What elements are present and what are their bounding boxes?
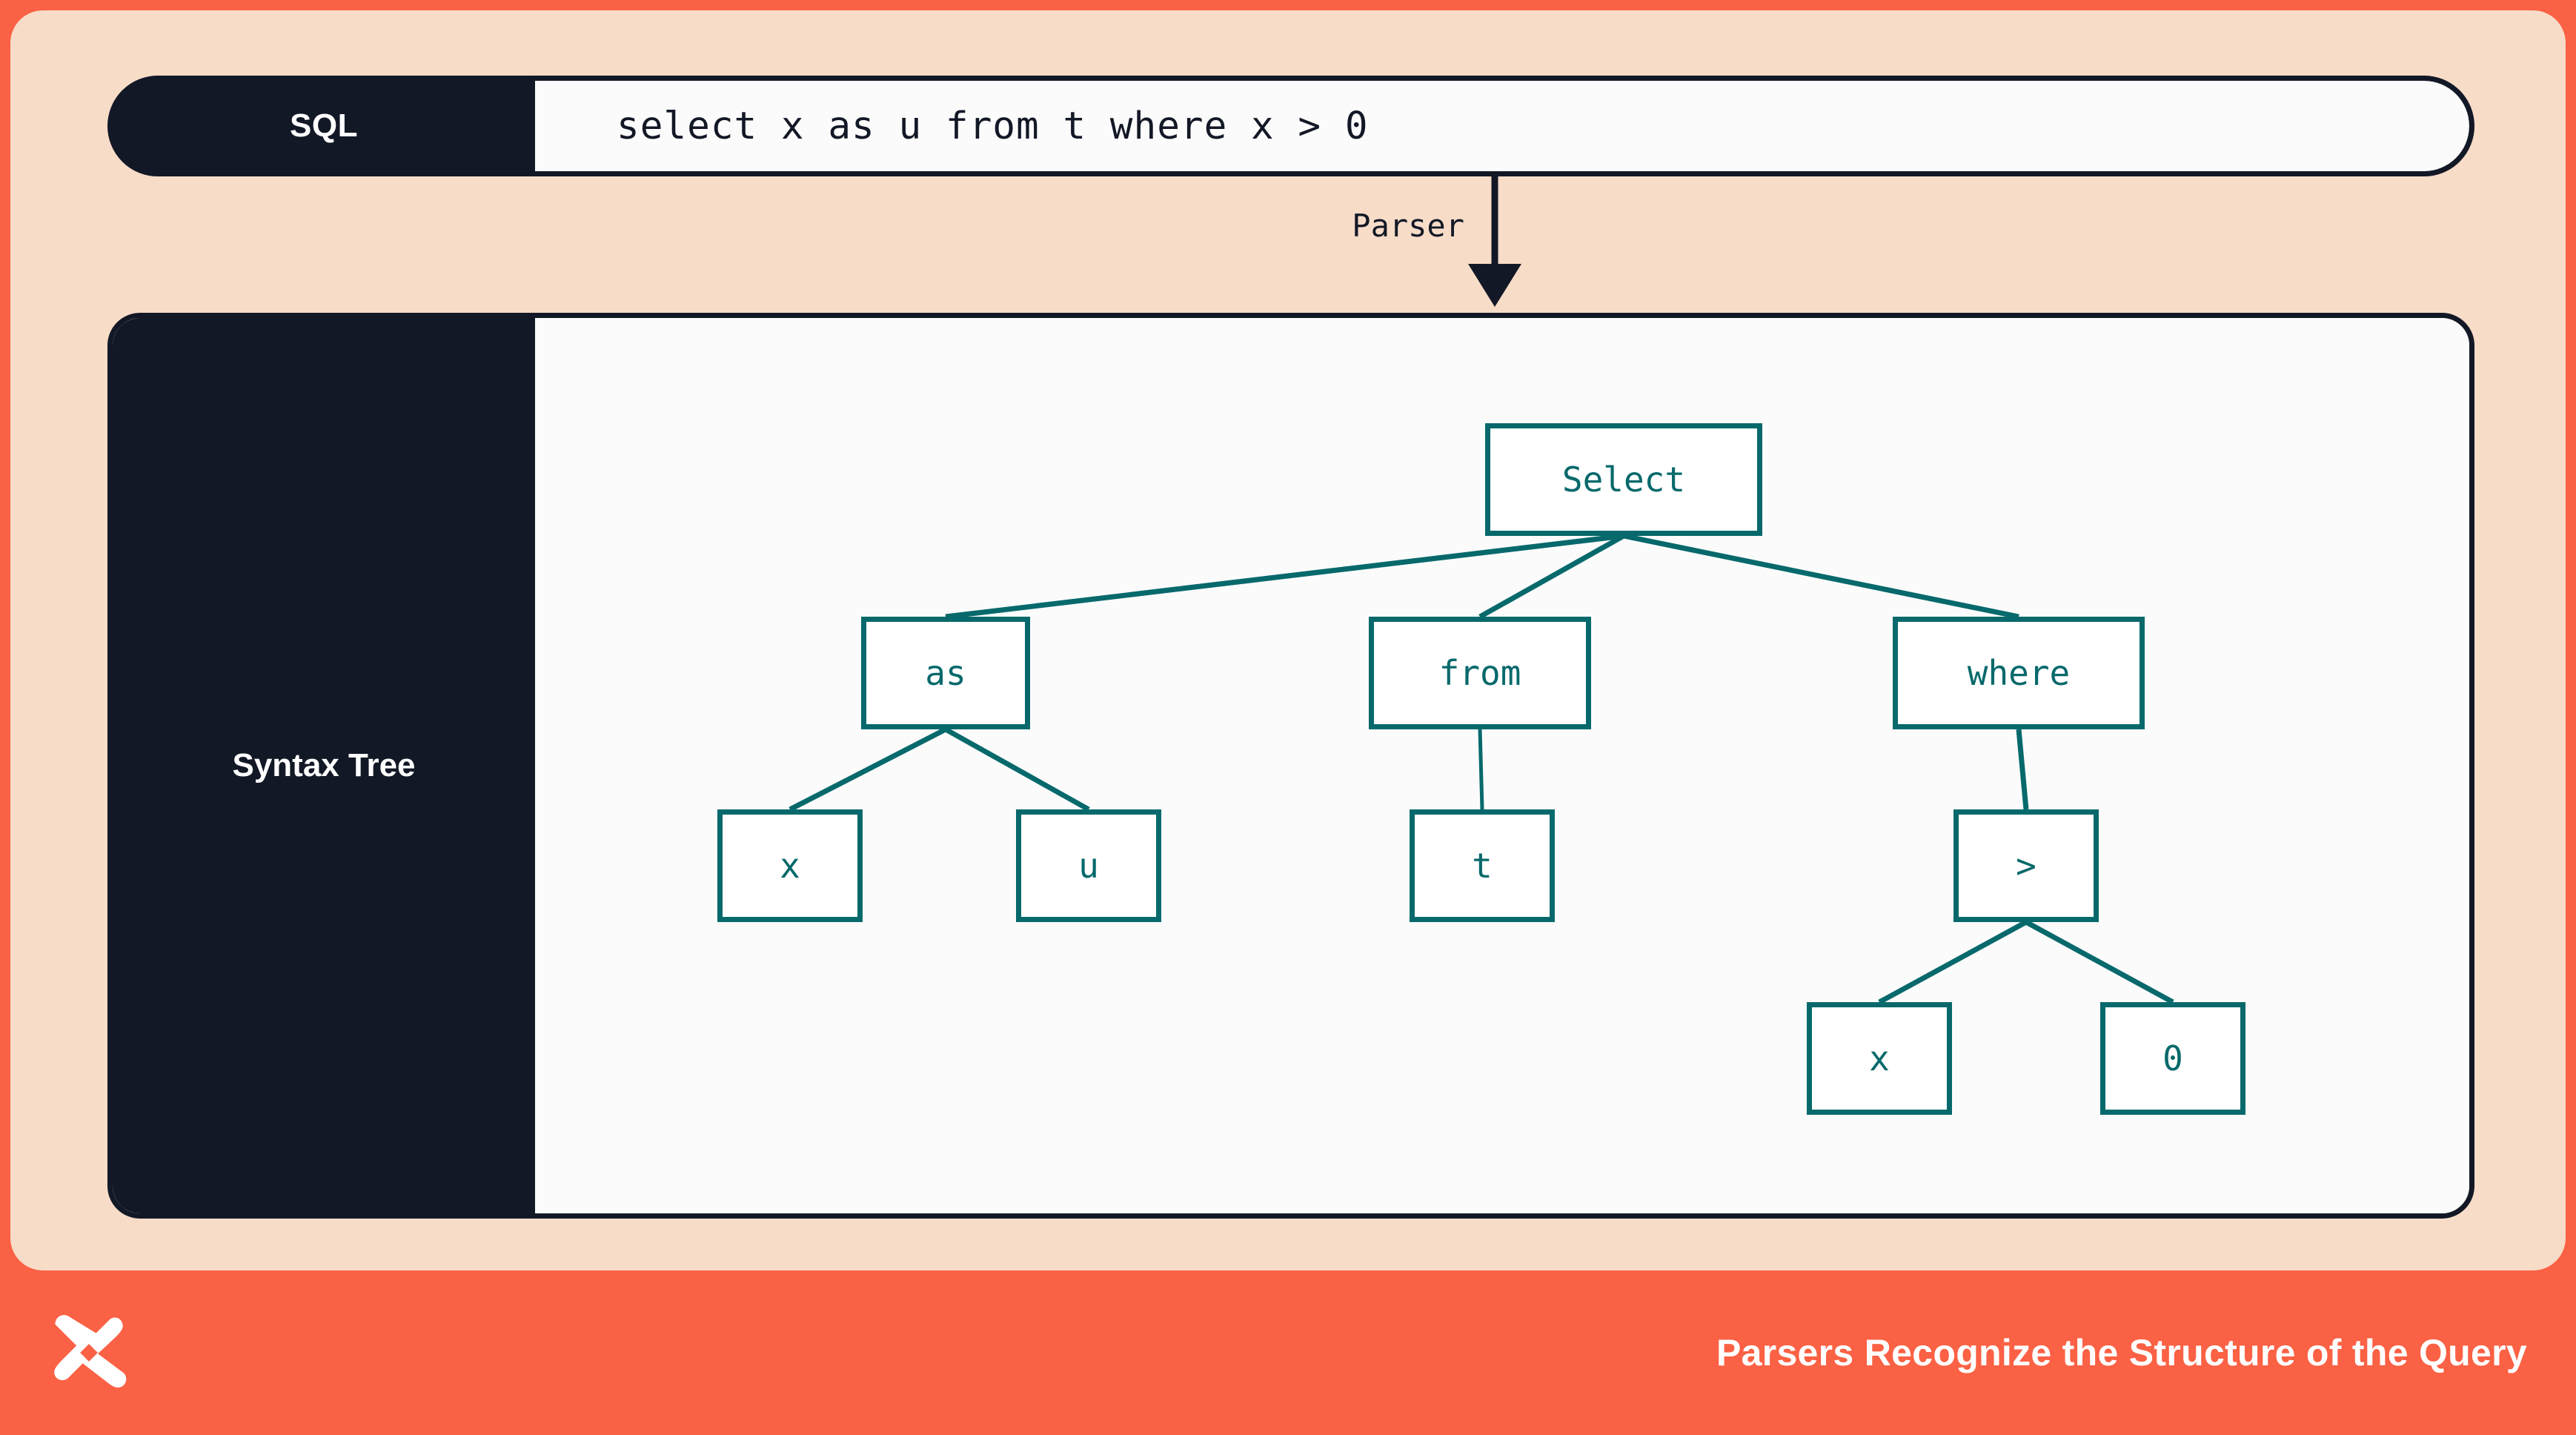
tree-node-label: 0 [2162, 1038, 2183, 1078]
tree-edge-select-from [1478, 533, 1625, 620]
tree-node-label: x [780, 846, 800, 886]
tree-node-from[interactable]: from [1369, 617, 1591, 729]
footer-caption: Parsers Recognize the Structure of the Q… [1716, 1332, 2527, 1373]
tree-node-select[interactable]: Select [1485, 423, 1762, 536]
footer-bar: Parsers Recognize the Structure of the Q… [0, 1270, 2576, 1435]
tree-edge-select-as [945, 533, 1624, 620]
sql-row-label: SQL [290, 107, 358, 144]
syntax-tree-label: Syntax Tree [232, 747, 416, 783]
tree-node-label: where [1967, 653, 2071, 693]
tree-node-label: as [925, 653, 966, 693]
sql-query-text: select x as u from t where x > 0 [617, 104, 1369, 148]
tree-edge-gt-gt-0 [2025, 919, 2174, 1005]
sql-query-field[interactable]: select x as u from t where x > 0 [535, 81, 2469, 171]
syntax-tree-label-cell: Syntax Tree [113, 318, 535, 1213]
tree-node-label: t [1472, 846, 1493, 886]
syntax-tree-edges [789, 533, 2174, 1005]
sql-row-label-cell: SQL [113, 81, 535, 171]
tree-edge-select-where [1623, 533, 2019, 620]
tree-node-as-u[interactable]: u [1016, 809, 1161, 922]
tree-node-gt-x[interactable]: x [1807, 1002, 1952, 1115]
tree-node-gt[interactable]: > [1953, 809, 2099, 922]
tree-node-label: u [1078, 846, 1099, 886]
tree-edge-from-from-t [1478, 729, 1484, 810]
tree-node-as[interactable]: as [861, 617, 1030, 729]
syntax-tree-panel: Syntax Tree Select as from where x u t > x 0 [107, 313, 2474, 1219]
sql-row: SQL select x as u from t where x > 0 [107, 76, 2474, 176]
parser-label: Parser [1352, 208, 1464, 244]
tree-node-label: x [1869, 1038, 1890, 1078]
tree-node-as-x[interactable]: x [717, 809, 863, 922]
tree-edge-gt-gt-x [1878, 919, 2028, 1005]
tree-edge-where-gt [2016, 729, 2029, 810]
tree-node-label: Select [1561, 460, 1686, 500]
tree-node-from-t[interactable]: t [1410, 809, 1555, 922]
x-mark-logo-icon [54, 1315, 127, 1388]
parser-transform-group: Parser [1315, 169, 1559, 313]
tree-node-label: > [2016, 846, 2036, 886]
tree-node-where[interactable]: where [1893, 617, 2145, 729]
tree-node-label: from [1438, 653, 1521, 693]
arrow-down-icon [1468, 169, 1521, 307]
tree-edge-as-as-x [789, 726, 947, 812]
tree-edge-as-as-u [944, 726, 1090, 812]
tree-node-gt-0[interactable]: 0 [2100, 1002, 2245, 1115]
syntax-tree-canvas: Select as from where x u t > x 0 [535, 318, 2469, 1213]
content-card: SQL select x as u from t where x > 0 Par… [10, 10, 2566, 1270]
